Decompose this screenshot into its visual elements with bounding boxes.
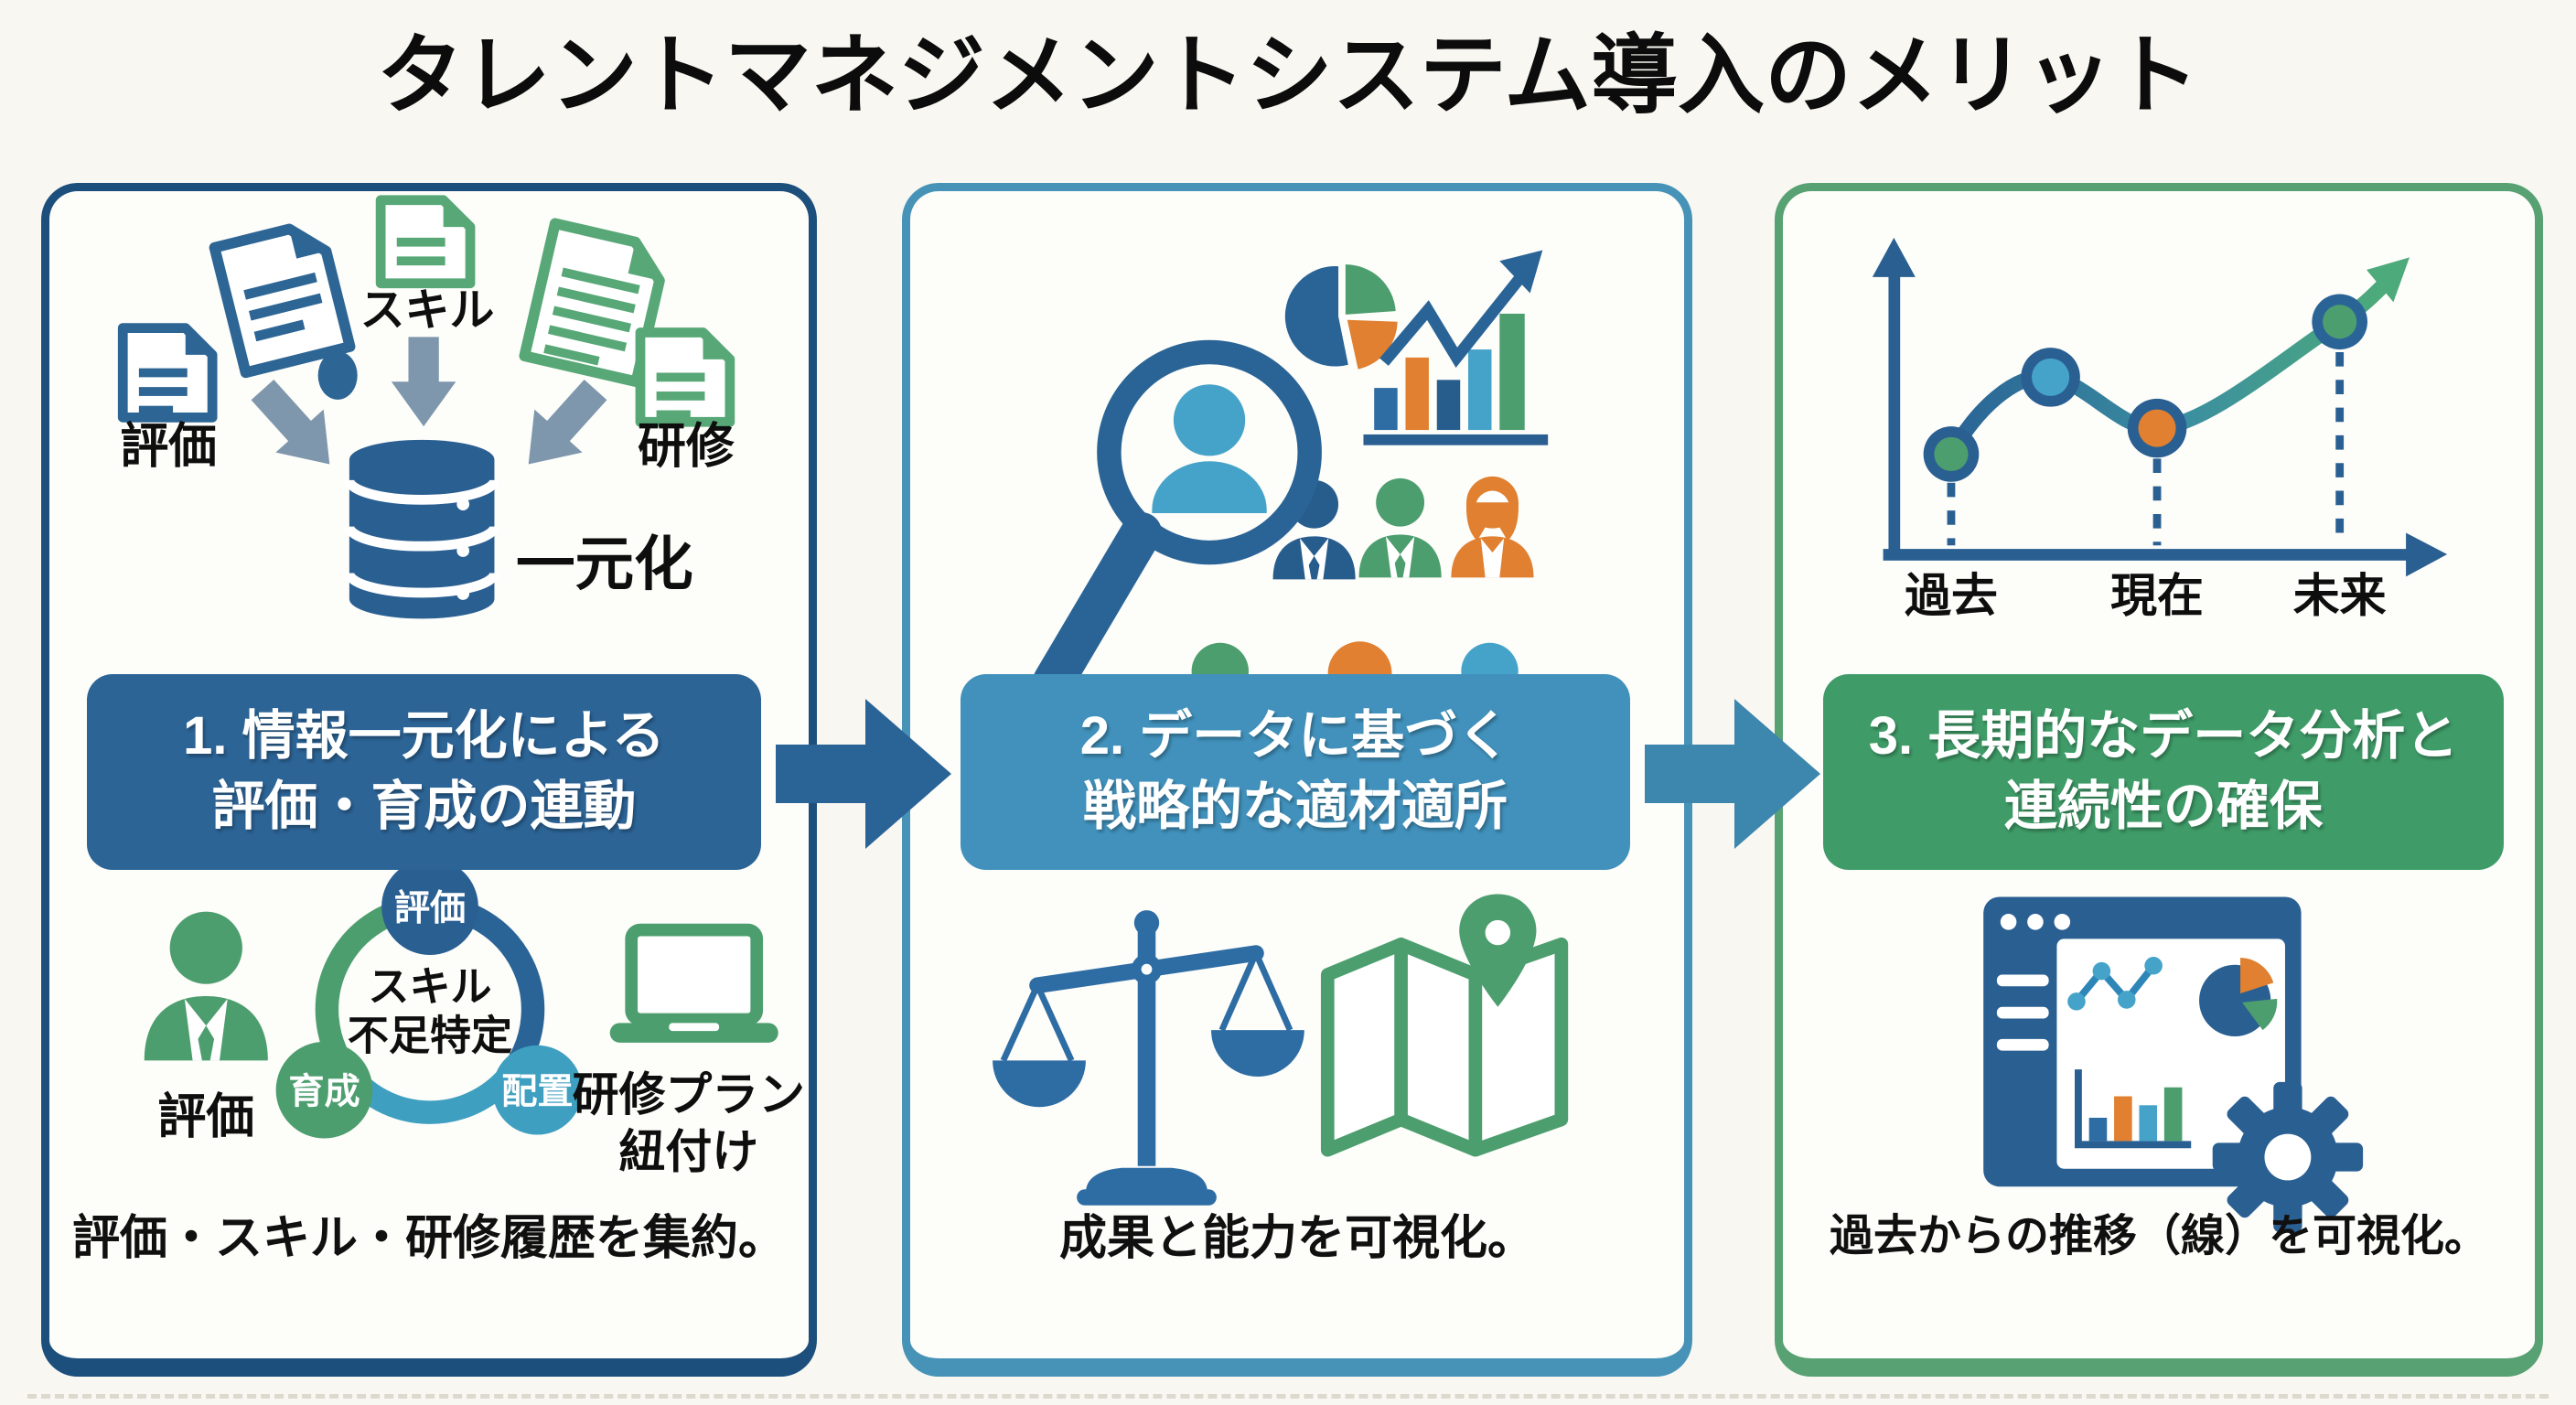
mini-bar-chart	[2075, 1069, 2192, 1149]
panel2-illustration	[993, 250, 1569, 1206]
bottom-dashed-line	[27, 1394, 2549, 1399]
map-location-icon	[1320, 894, 1569, 1157]
training-doc-label: 研修	[638, 419, 735, 473]
panel-centralization: 評価 スキル	[41, 183, 817, 1377]
evaluation-doc-label: 評価	[120, 419, 217, 473]
cycle-diagram: 評価 育成 配置 スキル 不足特定	[275, 858, 583, 1139]
cycle-left-label: 育成	[288, 1072, 360, 1111]
panel2-banner-line2: 戦略的な適材適所	[1082, 777, 1508, 836]
balance-scale-icon	[993, 910, 1304, 1206]
training-document-icon	[635, 327, 735, 427]
location-pin-icon	[1459, 894, 1537, 1007]
cycle-right-label: 配置	[501, 1072, 573, 1111]
panel1-caption: 評価・スキル・研修履歴を集約。	[71, 1212, 786, 1265]
report-document-icon	[209, 223, 356, 379]
pie-chart-icon	[1284, 264, 1398, 370]
mini-pie-chart	[2199, 957, 2278, 1036]
trend-line-chart: 過去 現在 未来	[1872, 237, 2448, 622]
mini-line-chart	[2073, 963, 2157, 1006]
skill-doc-label: スキル	[360, 286, 495, 336]
laptop-label-line2: 紐付け	[619, 1126, 759, 1178]
y-axis-arrow-icon	[1872, 237, 1916, 277]
down-arrow-icon	[391, 337, 456, 427]
panel-long-term-analysis: 過去 現在 未来	[1775, 183, 2543, 1377]
timeline-present-label: 現在	[2110, 570, 2204, 622]
cycle-node-development	[275, 1041, 373, 1139]
person-icon	[1358, 477, 1442, 578]
panel2-banner-line1: 2. データに基づく	[1079, 706, 1511, 767]
panel1-banner: 1. 情報一元化による 評価・育成の連動	[87, 674, 761, 870]
panel1-banner-line1: 1. 情報一元化による	[183, 706, 665, 767]
woman-icon	[1451, 476, 1534, 578]
magnifier-person-icon	[1033, 339, 1322, 702]
panel3-banner-line1: 3. 長期的なデータ分析と	[1868, 706, 2459, 767]
timeline-future-label: 未来	[2293, 570, 2387, 622]
employee-label: 評価	[157, 1090, 254, 1144]
laptop-icon	[609, 923, 778, 1043]
panel1-banner-line2: 評価・育成の連動	[211, 777, 637, 836]
cycle-node-evaluation	[381, 858, 478, 956]
evaluation-document-icon	[117, 323, 218, 423]
laptop-label-line1: 研修プラン	[573, 1068, 805, 1121]
panel2-caption: 成果と能力を可視化。	[1058, 1212, 1535, 1265]
cycle-top-label: 評価	[394, 889, 466, 928]
trend-arrowhead-icon	[2367, 257, 2410, 303]
database-label: 一元化	[516, 531, 693, 597]
employee-icon	[144, 911, 268, 1061]
down-right-arrow-icon	[251, 379, 330, 465]
panel3-caption: 過去からの推移（線）を可視化。	[1829, 1212, 2488, 1260]
panel-right-person: 2. データに基づく 戦略的な適材適所 成果と能力を可視化。	[902, 183, 1692, 1377]
cycle-node-placement	[492, 1045, 583, 1135]
panel3-banner: 3. 長期的なデータ分析と 連続性の確保	[1823, 674, 2504, 870]
cycle-center-line1: スキル	[368, 963, 491, 1010]
skill-document-icon	[375, 195, 476, 289]
panel3-illustration: 過去 現在 未来	[1872, 237, 2448, 1233]
seal-icon	[317, 351, 358, 400]
x-axis-arrow-icon	[2406, 532, 2448, 577]
gear-icon	[2212, 1081, 2364, 1233]
down-left-arrow-icon	[528, 379, 607, 465]
flow-arrow-2	[1645, 699, 1820, 849]
panel2-banner: 2. データに基づく 戦略的な適材適所	[961, 674, 1630, 870]
bar-chart-growth-icon	[1363, 250, 1549, 445]
timeline-past-label: 過去	[1905, 570, 1998, 622]
cycle-center-line2: 不足特定	[348, 1013, 512, 1059]
panel1-illustration: 評価 スキル	[117, 195, 805, 1178]
flow-arrow-1	[776, 699, 951, 849]
panel3-banner-line2: 連続性の確保	[2003, 777, 2323, 836]
database-icon	[344, 439, 499, 619]
growth-arrowhead-icon	[1499, 250, 1543, 294]
page-title: タレントマネジメントシステム導入のメリット	[376, 27, 2200, 124]
